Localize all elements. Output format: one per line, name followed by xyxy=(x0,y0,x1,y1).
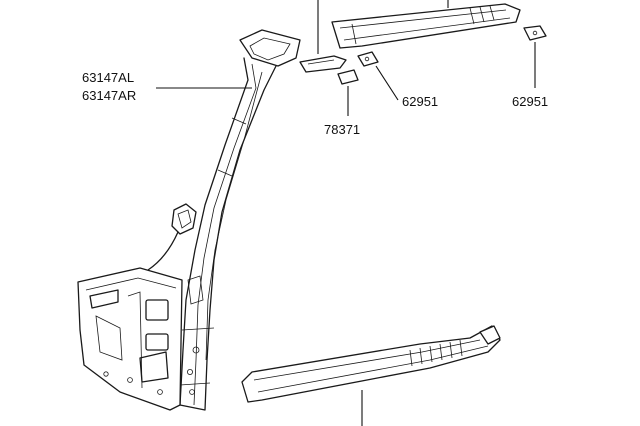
label-pad: 78371 xyxy=(324,122,360,137)
center-pillar-part xyxy=(147,29,301,411)
label-pillar-left: 63147AL xyxy=(82,70,134,85)
pad-part xyxy=(337,69,359,116)
label-gusset-b: 62951 xyxy=(512,94,548,109)
gusset-part-b xyxy=(523,25,547,88)
roof-rail-part xyxy=(317,0,521,54)
lower-inner-panel xyxy=(77,267,183,411)
label-gusset-a: 62951 xyxy=(402,94,438,109)
label-pillar-right: 63147AR xyxy=(82,88,136,103)
gusset-part-a xyxy=(357,51,399,101)
side-sill-part xyxy=(241,325,501,426)
rail-bracket-part xyxy=(299,55,347,73)
